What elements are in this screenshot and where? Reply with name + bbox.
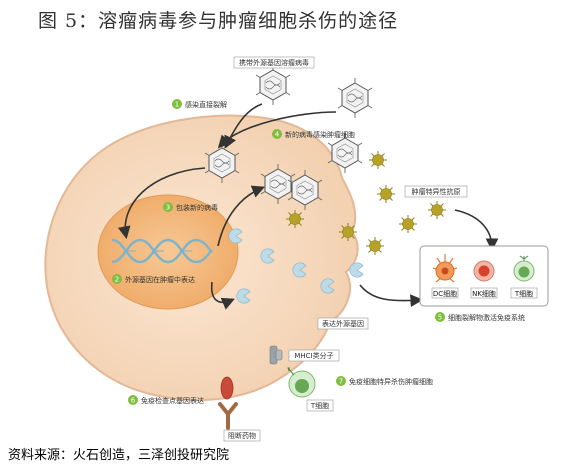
virus-top	[255, 64, 291, 106]
svg-text:5: 5	[438, 314, 442, 322]
blocker-label: 阻断药物	[228, 431, 256, 440]
gene-product-6	[349, 262, 364, 278]
svg-text:3: 3	[166, 204, 170, 212]
svg-text:7: 7	[339, 378, 343, 386]
checkpoint-protein	[220, 376, 234, 400]
antigen-7	[365, 236, 385, 256]
step-4: 4 新的病毒感染肿瘤细胞	[272, 129, 355, 139]
svg-text:免疫细胞特异杀伤肿瘤细胞: 免疫细胞特异杀伤肿瘤细胞	[349, 377, 433, 386]
tumor-antigen-label: 肿瘤特异性抗原	[412, 187, 461, 196]
carry-gene-label: 携带外源基因溶瘤病毒	[239, 58, 309, 67]
figure-title: 图 5：溶瘤病毒参与肿瘤细胞杀伤的途径	[38, 10, 399, 32]
svg-text:2: 2	[115, 276, 119, 284]
source-note: 资料来源：火石创造，三泽创投研究院	[8, 448, 230, 463]
antigen-5	[398, 214, 418, 234]
step-1: 1 感染直接裂解	[172, 99, 227, 109]
step-2: 2 外源基因在肿瘤中表达	[112, 274, 195, 284]
svg-text:免疫检查点基因表达: 免疫检查点基因表达	[141, 396, 204, 405]
step-5: 5 细胞裂解物激活免疫系统	[435, 312, 525, 322]
svg-text:外源基因在肿瘤中表达: 外源基因在肿瘤中表达	[125, 275, 195, 284]
svg-text:细胞裂解物激活免疫系统: 细胞裂解物激活免疫系统	[448, 313, 525, 322]
step-3: 3 包装新的病毒	[163, 202, 218, 212]
virus-upper-right	[337, 77, 373, 119]
flow-arrows	[117, 103, 499, 310]
antigen-2	[338, 222, 358, 242]
antigen-4	[376, 184, 396, 204]
step-7: 7 免疫细胞特异杀伤肿瘤细胞	[336, 376, 433, 386]
antigen-3	[368, 150, 388, 170]
svg-text:4: 4	[275, 131, 280, 139]
nk-cell-icon	[473, 260, 495, 282]
svg-text:1: 1	[175, 101, 179, 109]
dc-cell-label: DC细胞	[433, 289, 457, 298]
svg-text:包装新的病毒: 包装新的病毒	[176, 203, 218, 212]
nk-cell-label: NK细胞	[472, 289, 496, 298]
antigen-6	[427, 200, 447, 220]
dna-helix	[111, 238, 213, 264]
express-gene-label: 表达外源基因	[322, 319, 364, 328]
nucleus	[97, 194, 239, 310]
t-cell-box-label: T细胞	[514, 289, 533, 298]
dc-cell-icon	[432, 254, 458, 283]
blocking-antibody-icon	[218, 402, 238, 430]
svg-text:感染直接裂解: 感染直接裂解	[185, 100, 227, 109]
mhc-label: MHCI类分子	[294, 351, 333, 360]
mhc-molecule	[269, 345, 283, 365]
svg-text:6: 6	[131, 397, 136, 405]
antigen-1	[285, 209, 305, 229]
step-6: 6 免疫检查点基因表达	[128, 395, 204, 405]
t-cell-icon-box	[513, 255, 535, 282]
t-cell-icon	[287, 367, 316, 398]
svg-text:新的病毒感染肿瘤细胞: 新的病毒感染肿瘤细胞	[285, 130, 355, 139]
t-cell-label: T细胞	[310, 401, 329, 410]
